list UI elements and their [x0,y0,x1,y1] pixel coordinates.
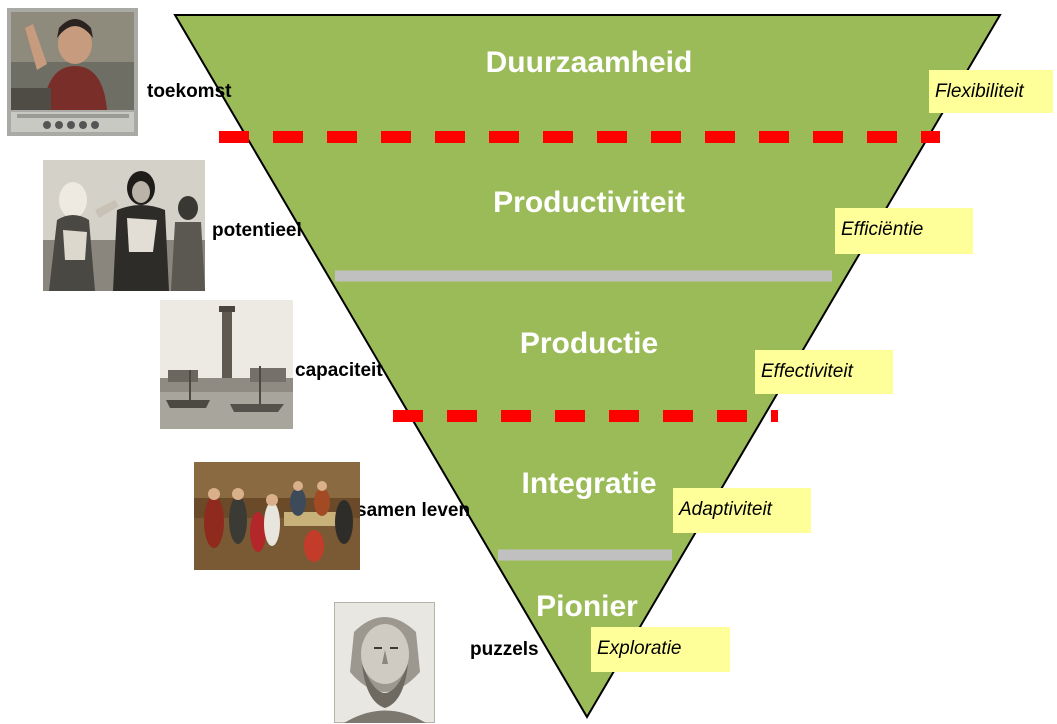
factory-chimney-photo [160,300,293,429]
level-title-duurzaamheid: Duurzaamheid [485,46,693,79]
level-title-productiviteit: Productiviteit [493,186,685,219]
level-title-productie: Productie [519,327,659,360]
side-label-capaciteit: capaciteit [295,360,383,381]
peasant-feast-painting [194,462,360,570]
level-title-integratie: Integratie [521,467,657,500]
side-label-samen-leven: samen leven [356,500,471,521]
quality-box-adaptiviteit: Adaptiviteit [673,488,811,533]
side-label-toekomst: toekomst [147,81,232,102]
side-label-potentieel: potentieel [212,220,302,241]
quality-box-exploratie: Exploratie [591,627,730,672]
quality-box-efficientie: Efficiëntie [835,208,973,254]
quality-box-flexibiliteit: Flexibiliteit [929,70,1053,113]
video-player-speaker-image [7,8,138,136]
protest-women-photo [43,160,205,291]
side-label-puzzels: puzzels [470,639,539,660]
level-title-pionier: Pionier [536,590,638,623]
philosopher-engraving [334,602,435,723]
quality-box-effectiviteit: Effectiviteit [755,350,893,394]
